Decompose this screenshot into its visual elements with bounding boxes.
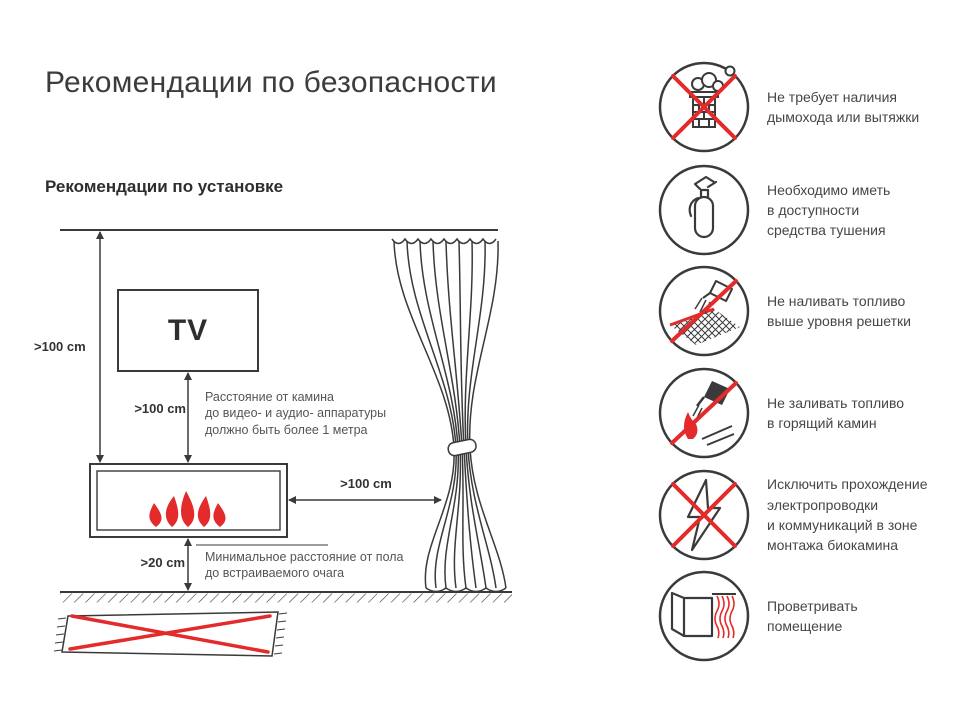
rule-text: Не требует наличия дымохода или вытяжки [767, 88, 920, 125]
rule-text: Проветривать помещение [767, 597, 858, 634]
carpet [53, 611, 288, 657]
fire-extinguisher-icon [656, 162, 752, 258]
installation-diagram: TV >100 cm >100 cm >100 cm >20 cm Рассто… [30, 205, 555, 680]
installation-section-title: Рекомендации по установке [45, 177, 284, 196]
dimension-arrows [96, 231, 442, 591]
note-equipment-distance: Расстояние от камина до видео- и аудио- … [205, 390, 387, 437]
ventilate-room-icon [656, 568, 752, 664]
tv-label: TV [167, 313, 209, 347]
floor-hatching [60, 593, 512, 603]
fireplace [89, 463, 288, 538]
dimension-ceiling-to-fireplace: >100 cm [34, 339, 86, 354]
rule-text: Не наливать топливо выше уровня решетки [767, 292, 911, 329]
rule-no-chimney: Не требует наличия дымохода или вытяжки [656, 59, 966, 155]
curtain-tieback [447, 438, 477, 457]
rule-text: Не заливать топливо в горящий камин [767, 394, 905, 431]
rule-extinguisher: Необходимо иметь в доступности средства … [656, 162, 966, 258]
installation-diagram-drawing [53, 229, 512, 657]
dimension-tv-to-fireplace: >100 cm [134, 401, 186, 416]
dimension-floor-to-fireplace: >20 cm [140, 555, 185, 570]
no-carpet-cross-icon [68, 614, 272, 654]
no-chimney-icon [656, 59, 752, 155]
rule-no-refill-burning: Не заливать топливо в горящий камин [656, 365, 966, 461]
page-title: Рекомендации по безопасности [45, 66, 497, 99]
dimension-fireplace-to-curtain: >100 cm [340, 476, 392, 491]
tv-box [117, 289, 259, 372]
rule-fuel-level: Не наливать топливо выше уровня решетки [656, 263, 966, 359]
note-floor-distance: Минимальное расстояние от пола до встраи… [205, 550, 404, 581]
no-fuel-above-grate-icon [656, 263, 752, 359]
flames-icon [149, 491, 226, 527]
rule-ventilate: Проветривать помещение [656, 568, 966, 664]
no-electric-wiring-icon [656, 467, 752, 563]
rule-text: Исключить прохождение электропроводки и … [767, 476, 928, 554]
rule-no-wiring: Исключить прохождение электропроводки и … [656, 467, 966, 563]
curtain [391, 237, 507, 593]
no-fuel-into-fire-icon [656, 365, 752, 461]
rule-text: Необходимо иметь в доступности средства … [767, 181, 891, 239]
